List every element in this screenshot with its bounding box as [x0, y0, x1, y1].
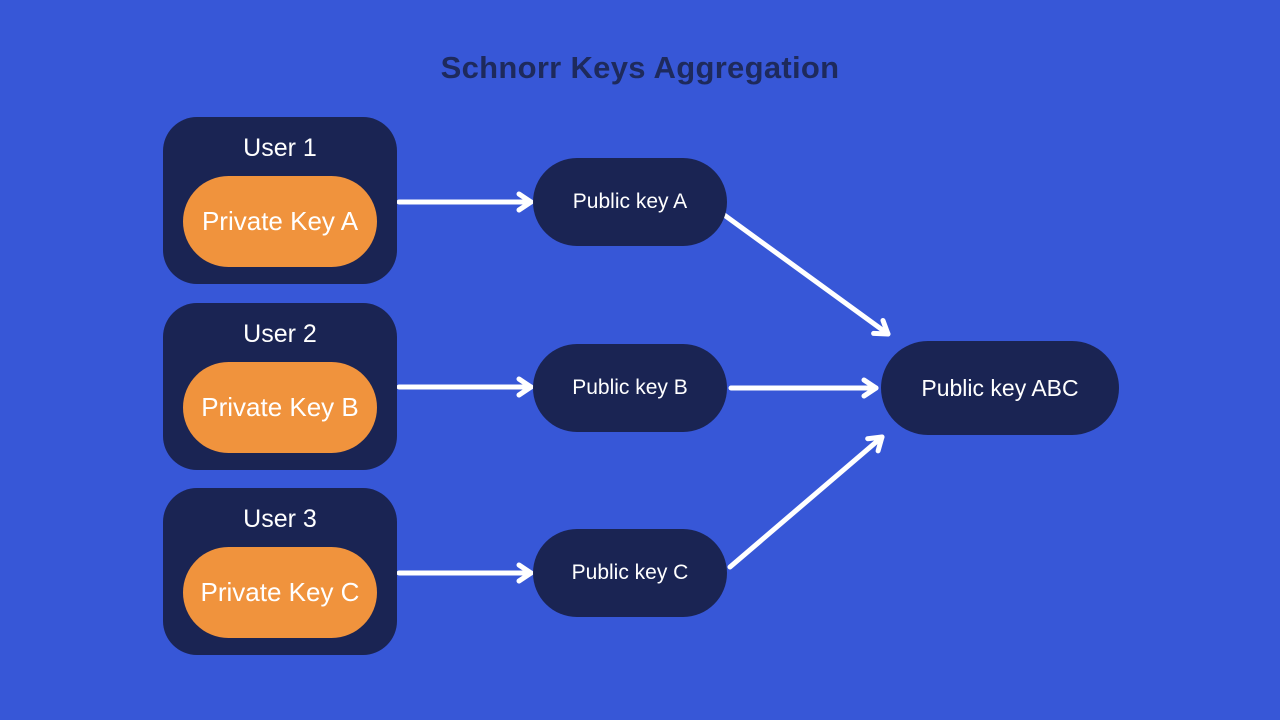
- private-key-c-node: Private Key C: [183, 547, 377, 638]
- user-2-box: User 2 Private Key B: [163, 303, 397, 470]
- arrow-pubkey-a-to-abc-icon: [713, 206, 891, 337]
- public-key-a-node: Public key A: [533, 158, 727, 246]
- arrow-pubkey-c-to-abc-icon: [727, 434, 885, 570]
- user-3-box: User 3 Private Key C: [163, 488, 397, 655]
- user-1-label: User 1: [243, 134, 317, 162]
- user-2-label: User 2: [243, 320, 317, 348]
- public-key-abc-node: Public key ABC: [881, 341, 1119, 435]
- page-title: Schnorr Keys Aggregation: [440, 50, 840, 85]
- private-key-b-node: Private Key B: [183, 362, 377, 453]
- user-1-box: User 1 Private Key A: [163, 117, 397, 284]
- public-key-c-node: Public key C: [533, 529, 727, 617]
- user-3-label: User 3: [243, 505, 317, 533]
- private-key-a-node: Private Key A: [183, 176, 377, 267]
- public-key-b-node: Public key B: [533, 344, 727, 432]
